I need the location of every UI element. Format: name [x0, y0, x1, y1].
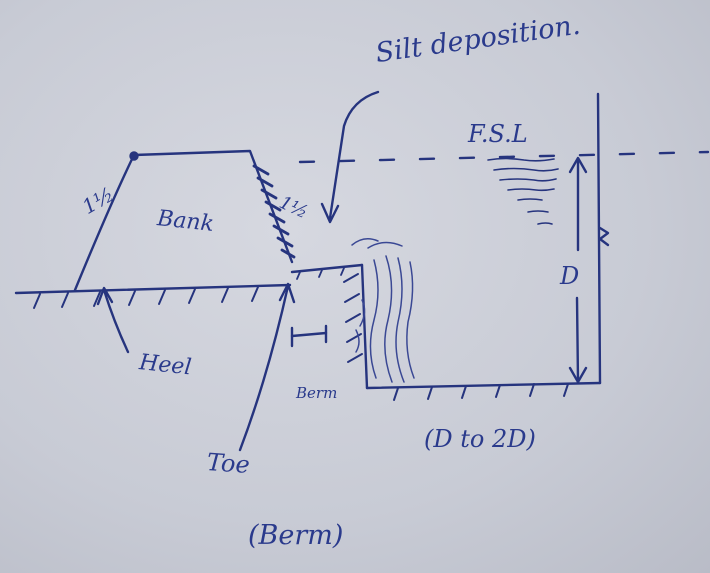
fsl-label: F.S.L [468, 120, 528, 148]
toe-label: Toe [206, 448, 251, 479]
water-ripples [487, 157, 559, 225]
depth-dimension [568, 156, 588, 384]
bank-corner-dot [129, 151, 139, 161]
break-mark [598, 226, 610, 247]
fsl-dashed-line [298, 150, 710, 164]
toe-pointer [238, 282, 296, 452]
inner-slope-hatching [252, 164, 296, 259]
berm-top-ticks [296, 267, 345, 280]
silt-leader-arrow [320, 90, 380, 224]
berm-small-label: Berm [296, 384, 338, 402]
bed-hatching [393, 383, 569, 401]
berm-top [290, 263, 364, 274]
heel-pointer [96, 286, 130, 354]
berm-width-label: (D to 2D) [424, 425, 536, 453]
canal-bed [365, 381, 602, 390]
heel-label: Heel [138, 350, 193, 381]
silt-deposit [351, 238, 415, 383]
side-wall-hatching [343, 273, 363, 363]
ground-hatching [33, 286, 259, 309]
depth-label: D [560, 262, 580, 290]
berm-width-marker [290, 324, 328, 348]
figure-caption: (Berm) [248, 520, 344, 551]
ground-line [14, 283, 292, 295]
canal-side-wall [360, 263, 369, 390]
